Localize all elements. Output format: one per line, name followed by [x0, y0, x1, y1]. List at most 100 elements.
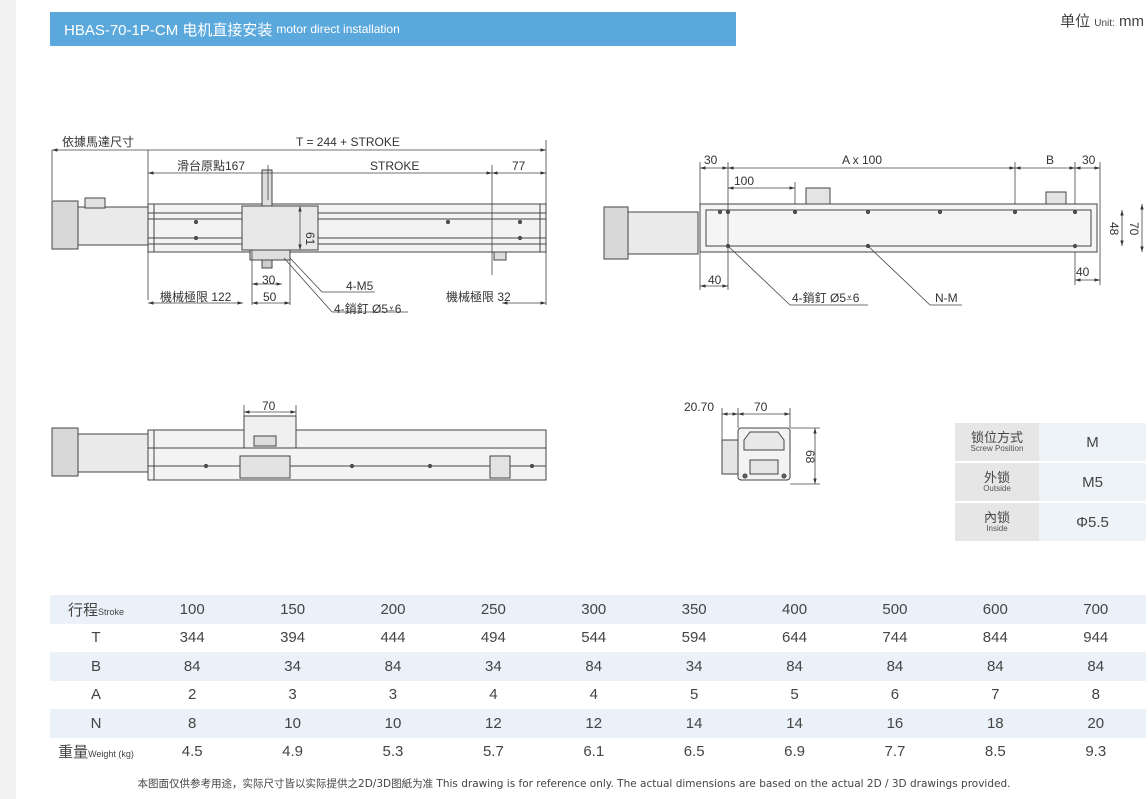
- dim-front-70: 70: [262, 399, 276, 413]
- screw-value: M: [1039, 423, 1146, 463]
- spec-cell: 16: [844, 709, 946, 738]
- dim-top-40l: 40: [708, 273, 722, 287]
- spec-cell: 4: [543, 680, 644, 709]
- side-view-text: T = 244 + STROKE 依據馬達尺寸 滑台原點167 STROKE 7…: [62, 134, 526, 316]
- spec-row-label: 重量: [58, 744, 89, 762]
- dim-top-48: 48: [1107, 222, 1121, 236]
- dim-top-40r: 40: [1076, 265, 1090, 279]
- end-view-dims: [721, 408, 820, 485]
- spec-cell: 8.5: [945, 737, 1046, 766]
- spec-cell: 250: [443, 595, 544, 624]
- screw-key-en: Inside: [986, 523, 1008, 533]
- motor-body: [51, 200, 79, 250]
- dim-end-2070: 20.70: [684, 400, 714, 414]
- spec-cell: 644: [744, 623, 845, 652]
- spec-cell: 18: [945, 709, 1046, 738]
- spec-row-header: 重量Weight (kg): [50, 737, 142, 766]
- spec-cell: 944: [1045, 623, 1146, 652]
- page-title: HBAS-70-1P-CM 电机直接安装: [64, 21, 273, 39]
- spec-cell: 84: [744, 652, 845, 681]
- technical-drawing: T = 244 + STROKE 依據馬達尺寸 滑台原點167 STROKE 7…: [51, 134, 1144, 485]
- dim-77: 77: [512, 159, 526, 173]
- motor-top: [603, 206, 629, 260]
- spec-cell: 8: [142, 709, 243, 738]
- unit-cn: 单位: [1060, 13, 1091, 30]
- spec-cell: 500: [844, 595, 946, 624]
- dim-top-b: B: [1046, 153, 1054, 167]
- spec-cell: 34: [242, 652, 343, 681]
- spec-cell: 4.9: [242, 737, 343, 766]
- spec-cell: 600: [945, 595, 1046, 624]
- spec-cell: 9.3: [1045, 737, 1146, 766]
- screw-key-en: Outside: [983, 483, 1011, 493]
- top-view-dims: [699, 162, 1144, 306]
- spec-cell: 700: [1045, 595, 1146, 624]
- spec-cell: 400: [744, 595, 845, 624]
- page-title-en: motor direct installation: [276, 22, 400, 36]
- spec-cell: 3: [242, 680, 343, 709]
- spec-cell: 7: [945, 680, 1046, 709]
- spec-cell: 2: [142, 680, 243, 709]
- spec-row-label: 行程: [67, 601, 98, 619]
- motor-front: [51, 427, 79, 477]
- spec-cell: 394: [242, 623, 343, 652]
- spec-cell: 84: [844, 652, 946, 681]
- spec-cell: 444: [342, 623, 444, 652]
- rail-body: [147, 203, 547, 253]
- spec-cell: 344: [142, 623, 243, 652]
- spec-cell: 14: [643, 709, 745, 738]
- footer-note: 本图面仅供参考用途，实际尺寸皆以实际提供之2D/3D图紙为准 This draw…: [137, 778, 1011, 790]
- top-view-text: 30 A x 100 B 30 100 48 70 40 40 4-銷釘 Ø5⩡…: [704, 153, 1141, 305]
- spec-cell: 84: [1045, 652, 1146, 681]
- unit-label: 单位 Unit: mm: [1060, 10, 1144, 31]
- spec-cell: 3: [342, 680, 444, 709]
- spec-cell: 6: [844, 680, 946, 709]
- spec-cell: 300: [543, 595, 644, 624]
- dim-61: 61: [303, 232, 317, 246]
- spec-row-header: T: [50, 623, 142, 652]
- side-view-dims: [51, 140, 547, 313]
- screw-key-cn: 內锁: [983, 509, 1010, 525]
- spec-cell: 494: [443, 623, 544, 652]
- screw-key-cn: 锁位方式: [970, 429, 1023, 445]
- dim-top-100: 100: [734, 174, 754, 188]
- spec-cell: 744: [844, 623, 946, 652]
- spec-cell: 4.5: [142, 737, 243, 766]
- front-view-dims: [243, 405, 297, 416]
- dim-total: T = 244 + STROKE: [296, 135, 400, 149]
- callout-pin-left: 4-銷釘 Ø5⩡6: [334, 301, 402, 316]
- end-view: [721, 427, 791, 481]
- side-view-top: [51, 169, 547, 269]
- callout-m5: 4-M5: [346, 279, 374, 293]
- spec-cell: 5: [643, 680, 745, 709]
- spec-cell: 594: [643, 623, 745, 652]
- spec-cell: 200: [342, 595, 444, 624]
- screw-value: Φ5.5: [1039, 502, 1146, 543]
- dim-per-motor: 依據馬達尺寸: [62, 134, 134, 149]
- dim-end-70: 70: [754, 400, 768, 414]
- spec-cell: 7.7: [844, 737, 946, 766]
- spec-cell: 100: [142, 595, 243, 624]
- rail-front: [147, 429, 547, 481]
- spec-cell: 4: [443, 680, 544, 709]
- spec-cell: 10: [342, 709, 444, 738]
- dim-stroke: STROKE: [370, 159, 419, 173]
- spec-row-label: T: [91, 629, 101, 647]
- spec-cell: 12: [543, 709, 644, 738]
- dim-end-68: 68: [803, 450, 817, 464]
- dim-limit-right: 機械極限 32: [446, 289, 511, 304]
- screw-key-cn: 外锁: [983, 469, 1010, 485]
- dim-top-30r: 30: [1082, 153, 1096, 167]
- left-margin-strip: [0, 0, 16, 799]
- spec-cell: 5: [744, 680, 845, 709]
- title-banner: HBAS-70-1P-CM 电机直接安装 motor direct instal…: [50, 12, 736, 46]
